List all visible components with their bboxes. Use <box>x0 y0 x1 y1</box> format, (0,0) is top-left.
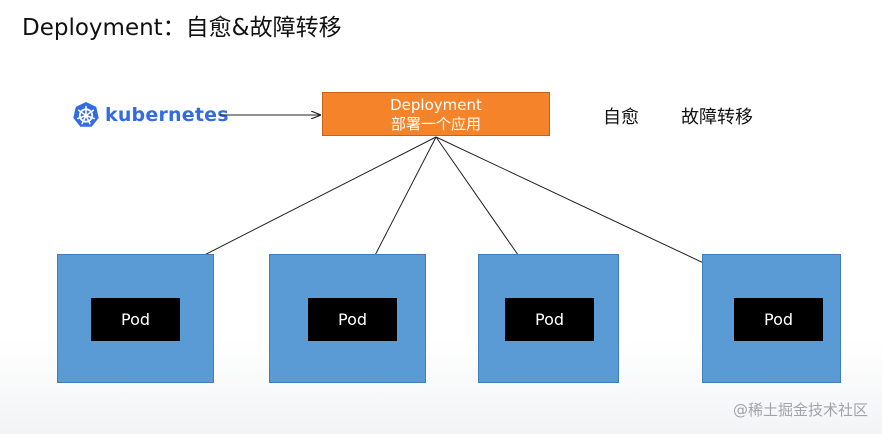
pod-1: Pod <box>91 298 180 341</box>
kubernetes-logo: kubernetes <box>72 101 229 129</box>
deployment-box: Deployment 部署一个应用 <box>322 92 550 136</box>
helm-wheel-icon <box>73 102 99 127</box>
watermark: @稀土掘金技术社区 <box>732 401 868 419</box>
deployment-subtitle: 部署一个应用 <box>390 115 481 133</box>
deployment-title: Deployment <box>390 96 482 114</box>
slide-title: Deployment：自愈&故障转移 <box>22 15 342 41</box>
pod-4: Pod <box>734 298 823 341</box>
kubernetes-wordmark: kubernetes <box>105 104 229 126</box>
node-3: Pod <box>478 254 619 383</box>
self-heal-label: 自愈 <box>603 107 639 128</box>
failover-label: 故障转移 <box>681 107 753 128</box>
pod-2: Pod <box>308 298 397 341</box>
node-4: Pod <box>702 254 841 383</box>
node-1: Pod <box>57 254 214 383</box>
pod-3: Pod <box>505 298 594 341</box>
node-2: Pod <box>269 254 426 383</box>
